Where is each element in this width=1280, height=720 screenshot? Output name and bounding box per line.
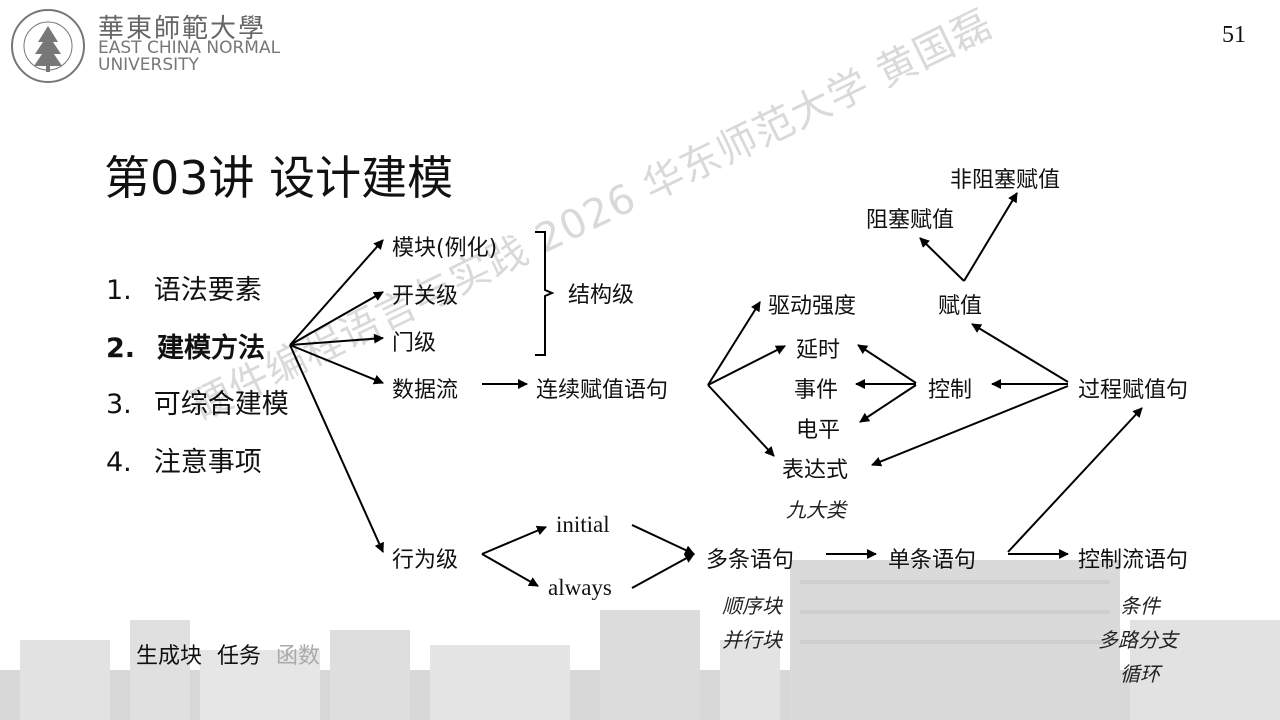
arrow-to-always bbox=[481, 553, 539, 587]
footer-generate-block: 生成块 bbox=[136, 644, 203, 669]
node-multi-statement: 多条语句 bbox=[706, 548, 795, 573]
slide-title: 第03讲 设计建模 bbox=[104, 151, 454, 205]
arrow-to-dataflow bbox=[289, 344, 384, 385]
node-gate-level: 门级 bbox=[392, 331, 437, 356]
node-structural-level: 结构级 bbox=[568, 283, 635, 308]
logo-english-line2: UNIVERSITY bbox=[98, 55, 199, 75]
node-always: always bbox=[548, 575, 612, 600]
arrow-initial-to-multi bbox=[631, 524, 695, 555]
arrow-to-gate-level bbox=[289, 333, 384, 346]
node-control-flow: 控制流语句 bbox=[1078, 548, 1189, 573]
note-condition: 条件 bbox=[1120, 594, 1160, 618]
university-logo-chinese: 華東師範大學 bbox=[98, 14, 267, 44]
node-dataflow: 数据流 bbox=[392, 378, 459, 403]
arrow-single-to-procedural bbox=[1007, 407, 1143, 553]
node-event: 事件 bbox=[794, 378, 839, 403]
arrow-to-drive-strength bbox=[707, 301, 761, 386]
arrow-procedural-to-expression bbox=[871, 385, 1069, 467]
node-expression: 表达式 bbox=[782, 458, 849, 483]
note-multi-branch: 多路分支 bbox=[1098, 628, 1178, 652]
node-procedural-assign: 过程赋值句 bbox=[1078, 378, 1189, 403]
node-level: 电平 bbox=[796, 418, 841, 443]
footer-function: 函数 bbox=[276, 644, 321, 669]
node-drive-strength: 驱动强度 bbox=[768, 294, 857, 319]
node-initial: initial bbox=[556, 512, 610, 537]
outline-item: 3.可综合建模 bbox=[106, 389, 289, 420]
structural-brace bbox=[535, 231, 555, 356]
arrow-to-blocking bbox=[919, 237, 965, 282]
note-sequential-block: 顺序块 bbox=[722, 594, 782, 618]
node-single-statement: 单条语句 bbox=[888, 548, 977, 573]
university-logo-english: EAST CHINA NORMAL UNIVERSITY bbox=[98, 40, 280, 74]
arrow-to-delay bbox=[707, 345, 786, 386]
arrow-to-switch-level bbox=[289, 291, 384, 346]
campus-skyline-background bbox=[0, 560, 1280, 720]
note-nine-categories: 九大类 bbox=[786, 498, 846, 522]
node-blocking-assign: 阻塞赋值 bbox=[866, 208, 955, 233]
footer-topics: 生成块 任务 函数 bbox=[136, 638, 320, 670]
arrow-to-expression bbox=[707, 384, 775, 457]
outline-item: 4.注意事项 bbox=[106, 447, 262, 478]
arrow-control-to-delay bbox=[857, 344, 917, 384]
outline-item-current: 2.建模方法 bbox=[106, 333, 266, 364]
arrow-procedural-to-assignment bbox=[971, 323, 1069, 383]
note-parallel-block: 并行块 bbox=[722, 628, 782, 652]
node-behavioral-level: 行为级 bbox=[392, 548, 459, 573]
arrow-to-module bbox=[289, 239, 384, 346]
arrow-always-to-multi bbox=[631, 553, 695, 589]
arrow-to-nonblocking bbox=[963, 192, 1018, 282]
node-delay: 延时 bbox=[796, 338, 841, 363]
node-continuous-assign: 连续赋值语句 bbox=[536, 378, 669, 403]
node-assignment: 赋值 bbox=[938, 294, 983, 319]
logo-english-line1: EAST CHINA NORMAL bbox=[98, 38, 281, 58]
arrow-to-initial bbox=[481, 525, 547, 555]
arrow-to-behavioral bbox=[289, 344, 384, 553]
university-seal-icon bbox=[11, 9, 85, 83]
node-module-instance: 模块(例化) bbox=[392, 236, 498, 261]
node-switch-level: 开关级 bbox=[392, 284, 459, 309]
page-number: 51 bbox=[1222, 22, 1246, 48]
outline-item: 1.语法要素 bbox=[106, 275, 262, 306]
note-loop: 循环 bbox=[1120, 662, 1160, 686]
node-control: 控制 bbox=[928, 378, 973, 403]
footer-task: 任务 bbox=[217, 644, 262, 669]
arrow-control-to-level bbox=[859, 384, 917, 423]
node-nonblocking-assign: 非阻塞赋值 bbox=[950, 168, 1061, 193]
